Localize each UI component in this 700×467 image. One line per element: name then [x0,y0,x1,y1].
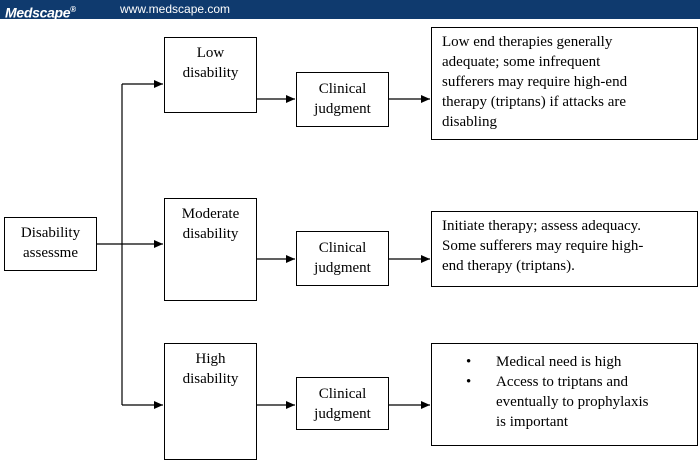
bullet-icon: • [466,354,472,370]
bullet-icon: • [466,374,472,390]
note-line: Initiate therapy; assess adequacy. [442,218,641,234]
note-line: disabling [442,114,497,130]
low-disability-box: Low disability [164,37,257,113]
judgment-line-1: Clinical [318,81,367,97]
moderate-disability-box: Moderate disability [164,198,257,301]
header-bar: Medscape® www.medscape.com [0,0,700,21]
judgment-line-2: judgment [314,406,371,422]
moderate-label-line-2: disability [182,226,239,242]
high-label-line-2: disability [182,371,239,387]
bullet-line: Access to triptans and [496,374,629,390]
high-disability-note: • Medical need is high • Access to tript… [431,343,698,446]
note-line: Some sufferers may require high- [442,238,644,254]
note-line: end therapy (triptans). [442,258,575,274]
low-label-line-2: disability [182,65,239,81]
note-line: therapy (triptans) if attacks are [442,94,627,110]
disability-assessment-box: Disability assessme [4,217,97,271]
high-label-line-1: High [195,351,226,367]
bullet-line: eventually to prophylaxis [496,394,649,410]
site-url[interactable]: www.medscape.com [120,2,231,16]
note-line: sufferers may require high-end [442,74,628,90]
low-disability-note: Low end therapies generally adequate; so… [431,27,698,140]
low-label-line-1: Low [196,45,225,61]
high-disability-box: High disability [164,343,257,460]
note-line: adequate; some infrequent [442,54,601,70]
judgment-line-2: judgment [314,101,371,117]
note-line: Low end therapies generally [442,34,613,50]
bullet-list: • Medical need is high • Access to tript… [442,352,689,432]
bullet-line: Medical need is high [496,354,622,370]
judgment-line-1: Clinical [318,386,367,402]
bullet-line: is important [496,414,569,430]
moderate-label-line-1: Moderate [181,206,240,222]
moderate-disability-note: Initiate therapy; assess adequacy. Some … [431,211,698,287]
assessment-line-1: Disability [20,225,81,241]
clinical-judgment-box-low: Clinical judgment [296,72,389,127]
clinical-judgment-box-high: Clinical judgment [296,377,389,430]
judgment-line-1: Clinical [318,240,367,256]
judgment-line-2: judgment [314,260,371,276]
medscape-logo[interactable]: Medscape® [5,4,76,21]
list-item: • Medical need is high [442,352,689,372]
list-item: • Access to triptans and eventually to p… [442,372,689,432]
clinical-judgment-box-moderate: Clinical judgment [296,231,389,286]
assessment-line-2: assessme [23,245,78,261]
